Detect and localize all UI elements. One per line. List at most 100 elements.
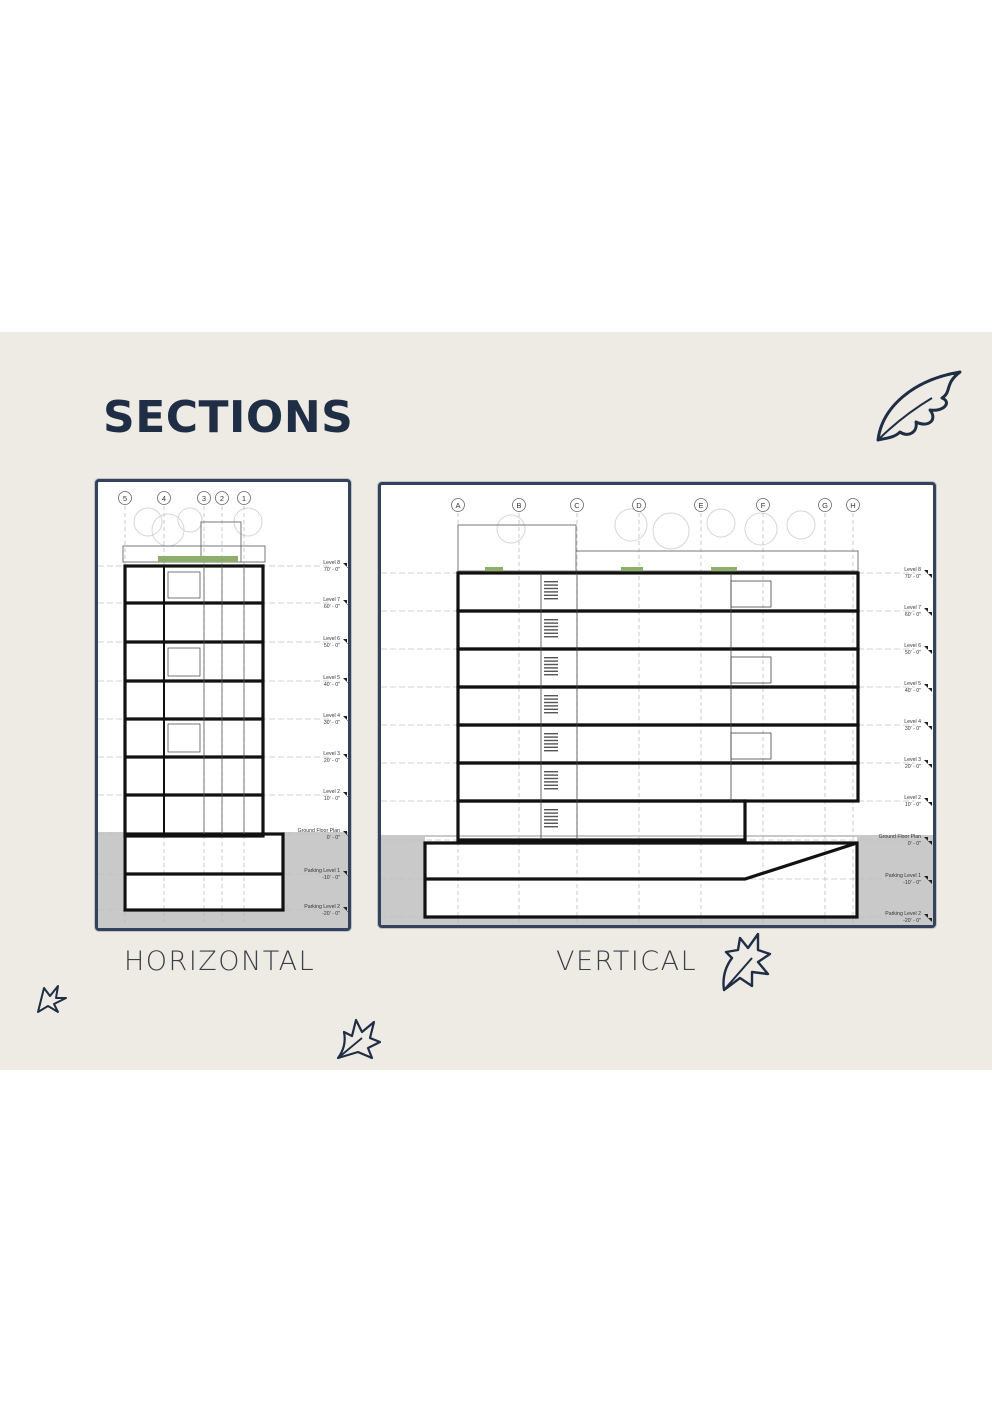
stair-tread bbox=[544, 632, 558, 634]
level-name: Parking Level 2 bbox=[304, 904, 340, 910]
level-elevation: 20' - 0" bbox=[905, 764, 921, 770]
level-elevation: -20' - 0" bbox=[903, 918, 921, 924]
level-name: Parking Level 2 bbox=[885, 911, 921, 917]
level-elevation: 50' - 0" bbox=[905, 650, 921, 656]
grid-label: G bbox=[822, 501, 828, 510]
grid-label: F bbox=[761, 501, 766, 510]
grid-label: 5 bbox=[123, 494, 127, 503]
level-tag: Level 210' - 0" bbox=[323, 789, 348, 802]
stair-tread bbox=[544, 663, 558, 666]
level-marker-icon bbox=[343, 639, 348, 644]
level-name: Level 5 bbox=[323, 675, 340, 681]
stair-tread bbox=[544, 809, 558, 811]
level-marker-icon bbox=[924, 608, 932, 616]
level-marker-icon bbox=[343, 754, 348, 759]
stair-tread bbox=[544, 587, 558, 590]
vertical-caption: VERTICAL bbox=[556, 946, 698, 977]
level-name: Level 2 bbox=[323, 789, 340, 795]
grid-label: 2 bbox=[220, 494, 224, 503]
level-elevation: 70' - 0" bbox=[324, 567, 340, 573]
grid-bubble bbox=[215, 491, 229, 505]
stair-tread bbox=[544, 743, 558, 745]
grid-bubble bbox=[197, 491, 211, 505]
level-elevation: -20' - 0" bbox=[322, 911, 340, 917]
stair-tread bbox=[544, 819, 558, 821]
level-tag: Parking Level 2-20' - 0" bbox=[304, 904, 348, 917]
level-tag: Parking Level 1-10' - 0" bbox=[885, 873, 932, 886]
stair-tread bbox=[544, 698, 558, 700]
grid-bubble bbox=[756, 498, 770, 512]
level-marker-icon bbox=[924, 760, 932, 768]
grid-bubble bbox=[818, 498, 832, 512]
grid-label: A bbox=[455, 501, 460, 510]
level-marker-icon bbox=[924, 570, 932, 578]
stair-tread bbox=[544, 636, 558, 638]
level-elevation: 10' - 0" bbox=[324, 796, 340, 802]
level-name: Ground Floor Plan bbox=[879, 834, 922, 840]
level-elevation: 0' - 0" bbox=[908, 841, 921, 847]
level-tag: Level 650' - 0" bbox=[323, 636, 348, 649]
level-name: Level 6 bbox=[323, 636, 340, 642]
level-name: Parking Level 1 bbox=[304, 868, 340, 874]
stair-tread bbox=[544, 774, 558, 776]
grid-bubble bbox=[451, 498, 465, 512]
stair-tread bbox=[544, 591, 558, 593]
level-marker-icon bbox=[924, 914, 932, 922]
stair-tread bbox=[544, 784, 558, 786]
stair-tread bbox=[544, 695, 558, 697]
level-elevation: 60' - 0" bbox=[905, 612, 921, 618]
level-marker-icon bbox=[343, 831, 348, 836]
level-tag: Level 540' - 0" bbox=[323, 675, 348, 688]
grid-bubble bbox=[694, 498, 708, 512]
level-tag: Parking Level 1-10' - 0" bbox=[304, 868, 348, 881]
level-marker-icon bbox=[343, 678, 348, 683]
stair-tread bbox=[544, 660, 558, 662]
grid-label: E bbox=[698, 501, 703, 510]
stair-tread bbox=[544, 777, 558, 780]
grid-bubble bbox=[237, 491, 251, 505]
level-tag: Level 430' - 0" bbox=[904, 719, 932, 732]
level-name: Level 4 bbox=[323, 713, 340, 719]
stair-tread bbox=[544, 708, 558, 710]
level-marker-icon bbox=[343, 600, 348, 605]
level-elevation: 40' - 0" bbox=[905, 688, 921, 694]
grid-label: B bbox=[516, 501, 521, 510]
stair-tread bbox=[544, 712, 558, 714]
grid-bubble bbox=[157, 491, 171, 505]
level-elevation: 40' - 0" bbox=[324, 682, 340, 688]
level-name: Level 2 bbox=[904, 795, 921, 801]
stair-tread bbox=[544, 736, 558, 738]
stair-tread bbox=[544, 812, 558, 814]
stair-tread bbox=[544, 594, 558, 596]
level-tag: Level 540' - 0" bbox=[904, 681, 932, 694]
level-elevation: 60' - 0" bbox=[324, 604, 340, 610]
leaf-icon-large bbox=[876, 370, 962, 442]
level-elevation: -10' - 0" bbox=[903, 880, 921, 886]
grid-label: D bbox=[636, 501, 642, 510]
level-marker-icon bbox=[924, 646, 932, 654]
stair-tread bbox=[544, 584, 558, 586]
level-marker-icon bbox=[343, 907, 348, 912]
level-name: Level 3 bbox=[904, 757, 921, 763]
level-tag: Level 870' - 0" bbox=[323, 560, 348, 573]
level-tag: Level 320' - 0" bbox=[904, 757, 932, 770]
level-marker-icon bbox=[343, 563, 348, 568]
level-tag: Level 870' - 0" bbox=[904, 567, 932, 580]
level-elevation: 50' - 0" bbox=[324, 643, 340, 649]
stair-tread bbox=[544, 746, 558, 748]
horizontal-caption: HORIZONTAL bbox=[124, 946, 316, 977]
level-elevation: -10' - 0" bbox=[322, 875, 340, 881]
stair-tread bbox=[544, 705, 558, 707]
stair-tread bbox=[544, 701, 558, 704]
level-tag: Level 430' - 0" bbox=[323, 713, 348, 726]
level-tag: Level 210' - 0" bbox=[904, 795, 932, 808]
level-tag: Level 650' - 0" bbox=[904, 643, 932, 656]
level-elevation: 0' - 0" bbox=[327, 835, 340, 841]
stair-tread bbox=[544, 670, 558, 672]
level-marker-icon bbox=[924, 684, 932, 692]
grid-label: 3 bbox=[202, 494, 206, 503]
level-name: Level 8 bbox=[904, 567, 921, 573]
level-elevation: 30' - 0" bbox=[905, 726, 921, 732]
